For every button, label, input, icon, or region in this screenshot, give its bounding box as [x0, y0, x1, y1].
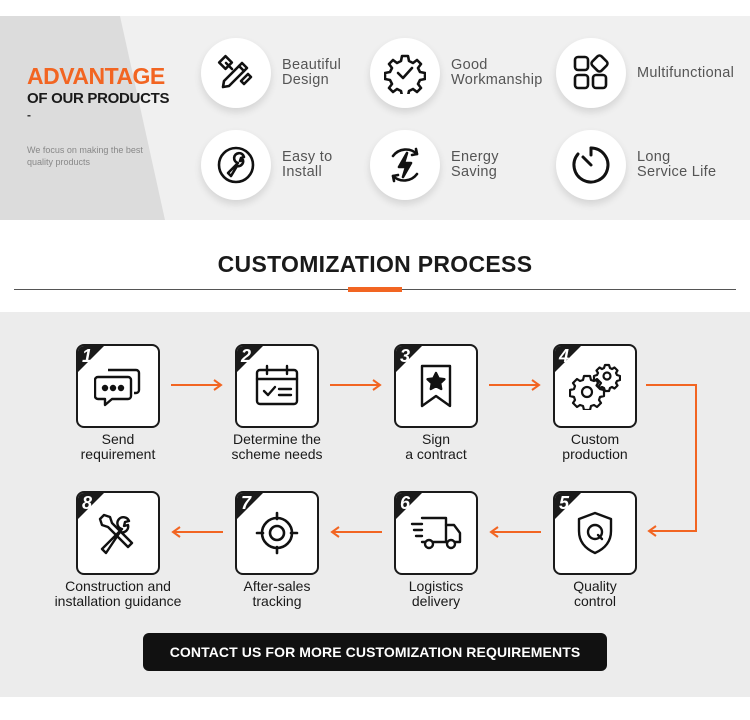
step-label-line1: Send — [101, 431, 135, 447]
step-label-line2: a contract — [405, 446, 467, 462]
bookmark-star-icon — [396, 346, 476, 426]
step-label-line2: requirement — [80, 446, 156, 462]
feature-label-line2: Service Life — [637, 164, 717, 180]
advantage-dash: - — [27, 108, 31, 122]
gears-icon — [555, 346, 635, 426]
tools-icon — [78, 493, 158, 573]
step-label: Determine the scheme needs — [197, 432, 357, 462]
truck-icon — [396, 493, 476, 573]
step-number: 5 — [559, 493, 570, 513]
feature-energy-saving: Energy Saving — [370, 130, 499, 200]
advantage-section: ADVANTAGE OF OUR PRODUCTS - We focus on … — [0, 16, 750, 220]
step-label-line2: production — [562, 446, 628, 462]
step-number: 8 — [82, 493, 93, 513]
gear-check-icon — [370, 38, 440, 108]
step-construction-guidance: 8 — [76, 491, 160, 575]
step-label: Quality control — [515, 579, 675, 609]
feature-good-workmanship: Good Workmanship — [370, 38, 543, 108]
pencil-ruler-icon — [201, 38, 271, 108]
feature-label-line1: Energy — [451, 149, 499, 165]
step-label: After-sales tracking — [197, 579, 357, 609]
timer-icon — [556, 130, 626, 200]
feature-label-line1: Multifunctional — [637, 64, 735, 81]
step-label: Construction and installation guidance — [38, 579, 198, 609]
step-label-line1: Logistics — [408, 578, 464, 594]
arrow-turn-down-icon — [646, 384, 697, 537]
feature-label-line2: Install — [282, 164, 322, 180]
target-icon — [237, 493, 317, 573]
advantage-description: We focus on making the best quality prod… — [27, 145, 143, 167]
feature-label-line1: Beautiful — [282, 57, 342, 73]
step-number: 3 — [400, 346, 411, 366]
step-label-line2: tracking — [252, 593, 302, 609]
feature-beautiful-design: Beautiful Design — [201, 38, 341, 108]
step-label-line2: scheme needs — [231, 446, 323, 462]
arrow-right-icon — [171, 379, 223, 391]
step-determine-scheme: 2 — [235, 344, 319, 428]
arrow-left-icon — [330, 526, 382, 538]
step-label: Sign a contract — [356, 432, 516, 462]
feature-label-line2: Saving — [451, 164, 498, 180]
feature-easy-install: Easy to Install — [201, 130, 332, 200]
feature-label-line1: Easy to — [282, 149, 333, 165]
step-number: 1 — [82, 346, 93, 366]
feature-label-line2: Workmanship — [451, 72, 543, 88]
step-number: 7 — [241, 493, 252, 513]
arrow-right-icon — [330, 379, 382, 391]
step-label-line1: Quality — [573, 578, 617, 594]
step-label-line2: installation guidance — [54, 593, 182, 609]
feature-long-service-life: Long Service Life — [556, 130, 716, 200]
step-label-line1: After-sales — [243, 578, 311, 594]
step-number: 4 — [559, 346, 570, 366]
process-title: CUSTOMIZATION PROCESS — [217, 251, 533, 277]
arrow-right-icon — [489, 379, 541, 391]
step-label: Logistics delivery — [356, 579, 516, 609]
calendar-check-icon — [237, 346, 317, 426]
feature-label-line2: Design — [282, 72, 329, 88]
chat-bubbles-icon — [78, 346, 158, 426]
energy-bolt-icon — [370, 130, 440, 200]
step-label-line1: Custom — [570, 431, 620, 447]
apps-grid-icon — [556, 38, 626, 108]
feature-label-line1: Good — [451, 57, 488, 73]
step-label-line2: delivery — [411, 593, 461, 609]
step-sign-contract: 3 — [394, 344, 478, 428]
step-quality-control: 5 — [553, 491, 637, 575]
contact-us-button[interactable]: CONTACT US FOR MORE CUSTOMIZATION REQUIR… — [143, 633, 607, 671]
feature-label-line1: Long — [637, 149, 671, 165]
feature-multifunctional: Multifunctional — [556, 38, 734, 108]
step-label-line1: Construction and — [65, 578, 171, 594]
step-label: Send requirement — [38, 432, 198, 462]
step-label-line1: Sign — [421, 431, 451, 447]
step-number: 6 — [400, 493, 411, 513]
advantage-side-panel — [0, 16, 165, 220]
title-accent-bar — [348, 287, 402, 292]
step-label-line1: Determine the — [233, 431, 321, 447]
step-label-line2: control — [573, 593, 617, 609]
advantage-title: ADVANTAGE — [27, 63, 165, 89]
step-logistics-delivery: 6 — [394, 491, 478, 575]
step-number: 2 — [241, 346, 252, 366]
arrow-left-icon — [171, 526, 223, 538]
step-after-sales-tracking: 7 — [235, 491, 319, 575]
step-label: Custom production — [515, 432, 675, 462]
wrench-icon — [201, 130, 271, 200]
step-send-requirement: 1 — [76, 344, 160, 428]
advantage-subtitle: OF OUR PRODUCTS — [27, 90, 170, 107]
shield-q-icon — [555, 493, 635, 573]
arrow-left-icon — [489, 526, 541, 538]
step-custom-production: 4 — [553, 344, 637, 428]
